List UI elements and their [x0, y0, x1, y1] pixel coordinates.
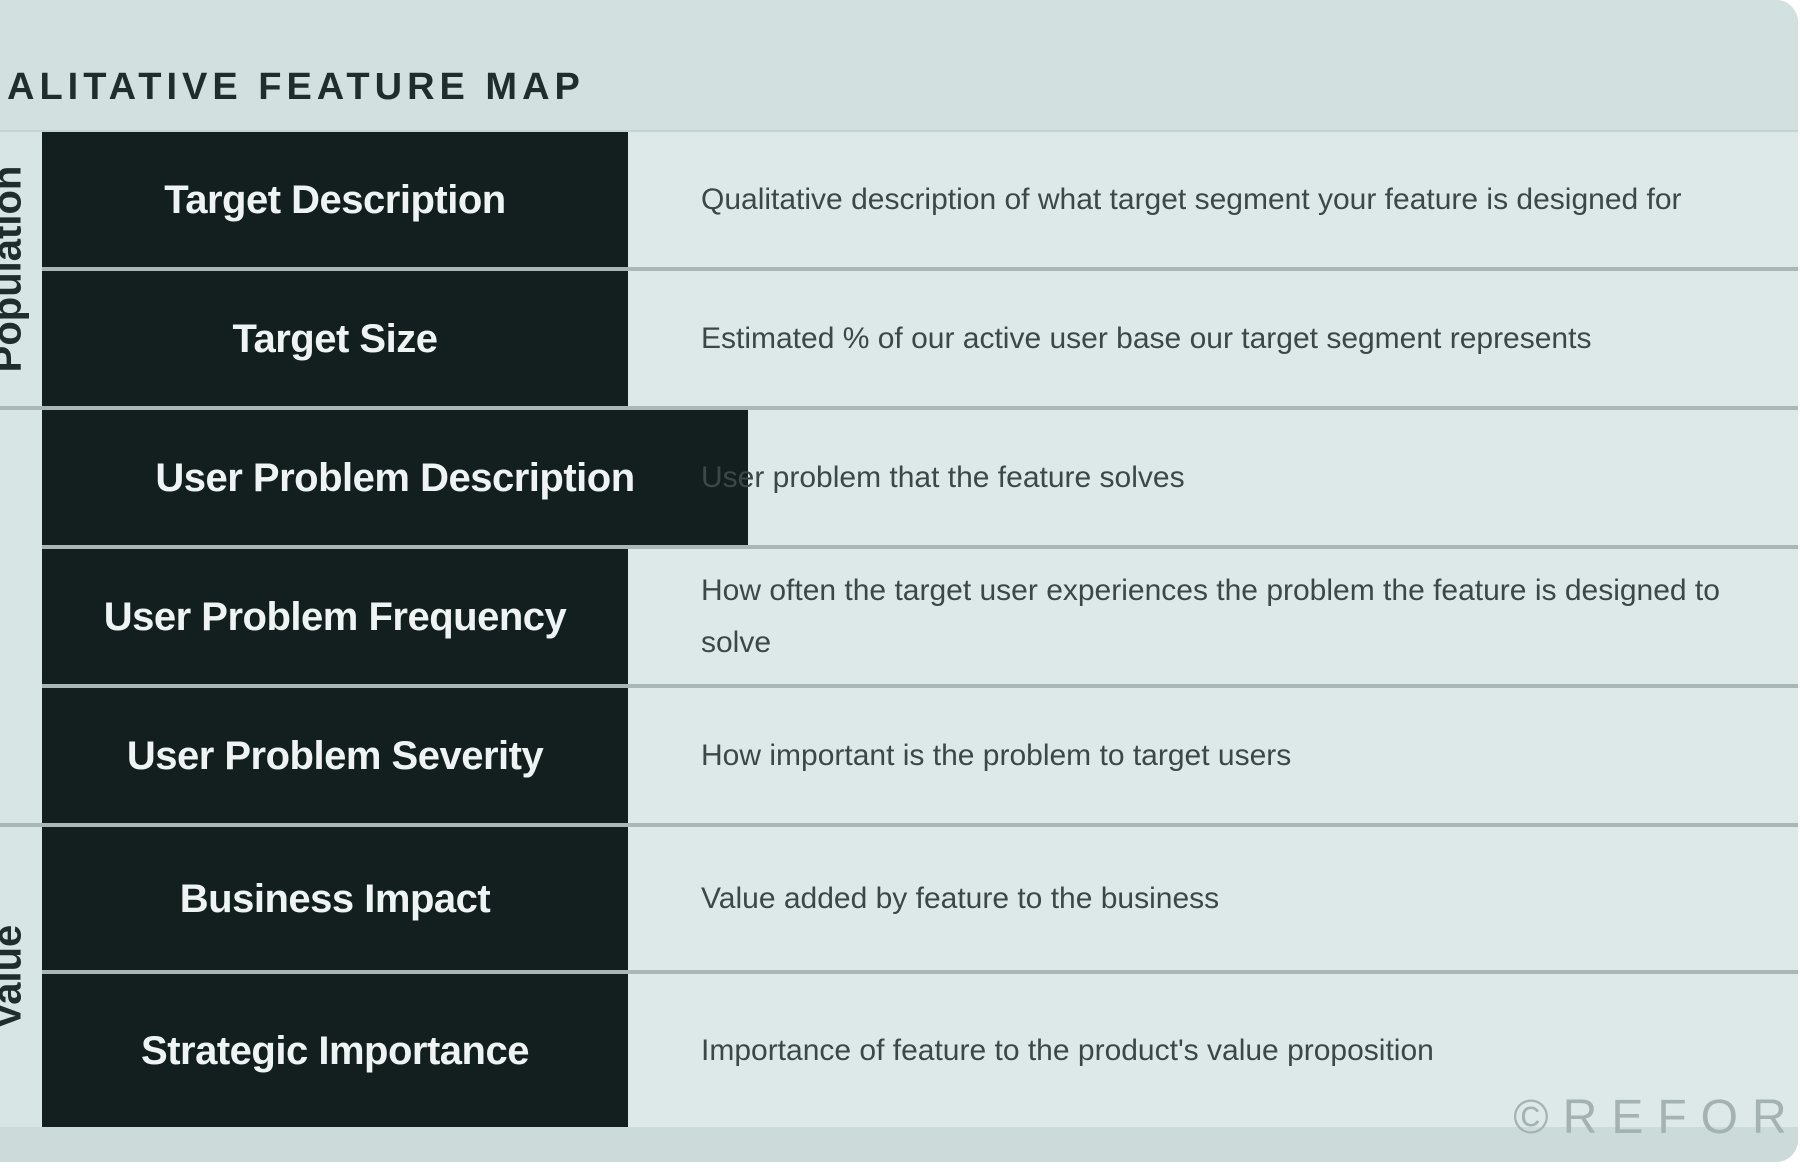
row-label: Target Size	[42, 271, 628, 406]
row-label: User Problem Description	[42, 410, 748, 545]
row-description: Qualitative description of what target s…	[701, 182, 1682, 216]
footer-band	[0, 1127, 1798, 1162]
row-description: Value added by feature to the business	[701, 881, 1220, 915]
group-label: Population	[0, 165, 30, 373]
group-population: Population	[0, 132, 42, 406]
row-label: Strategic Importance	[42, 974, 628, 1127]
page-title: QUALITATIVE FEATURE MAP	[0, 66, 585, 108]
header: QUALITATIVE FEATURE MAP	[0, 0, 1798, 133]
table-row: Target Description Qualitative descripti…	[0, 132, 1798, 271]
row-label: User Problem Frequency	[42, 549, 628, 684]
table-row: User Problem Severity How important is t…	[0, 688, 1798, 827]
group-problem	[0, 410, 42, 823]
row-label: User Problem Severity	[42, 688, 628, 823]
group-label: Value	[0, 924, 30, 1030]
group-divider	[0, 823, 42, 827]
row-description: Estimated % of our active user base our …	[701, 321, 1592, 355]
table-row: Business Impact Value added by feature t…	[0, 827, 1798, 974]
watermark: ©REFORGE	[1513, 1091, 1798, 1144]
row-label: Target Description	[42, 132, 628, 267]
table-row: User Problem Description User problem th…	[0, 410, 1798, 549]
table-row: Target Size Estimated % of our active us…	[0, 271, 1798, 410]
row-description: How often the target user experiences th…	[701, 573, 1720, 659]
row-label: Business Impact	[42, 827, 628, 970]
row-description: How important is the problem to target u…	[701, 738, 1292, 772]
table-row: User Problem Frequency How often the tar…	[0, 549, 1798, 688]
row-description: User problem that the feature solves	[701, 460, 1185, 494]
table-row: Strategic Importance Importance of featu…	[0, 974, 1798, 1127]
row-description: Importance of feature to the product's v…	[701, 1033, 1434, 1067]
group-divider	[0, 406, 42, 410]
group-value: Value	[0, 827, 42, 1127]
